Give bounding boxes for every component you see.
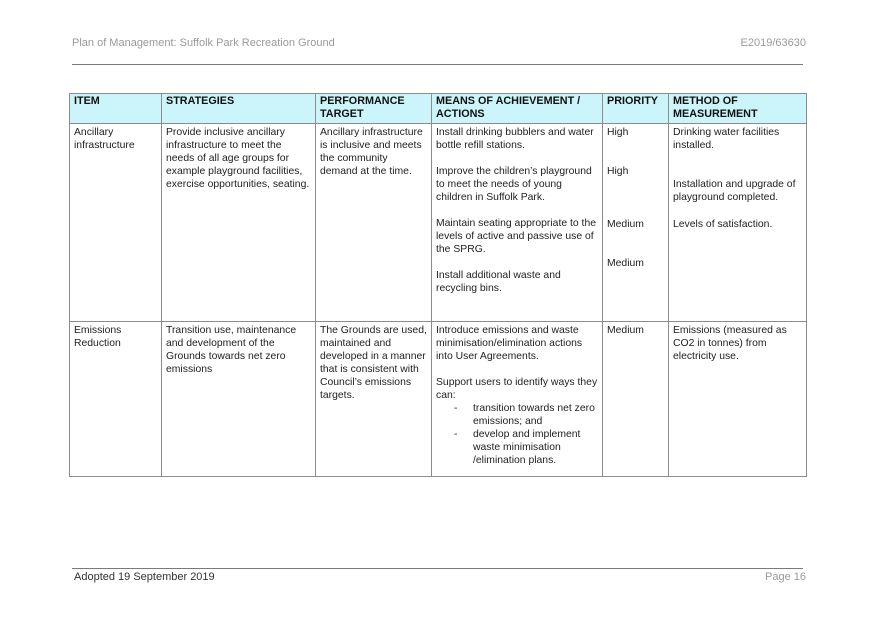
item-text: Ancillary infrastructure xyxy=(74,127,135,151)
priority-cell: Medium xyxy=(602,321,669,477)
action-bullet-list: -transition towards net zero emissions; … xyxy=(436,402,598,467)
strategy-cell: Transition use, maintenance and developm… xyxy=(161,321,316,477)
column-header-strategies: STRATEGIES xyxy=(161,93,316,124)
action-text: Install additional waste and recycling b… xyxy=(436,270,561,294)
measurement-cell: Emissions (measured as CO2 in tonnes) fr… xyxy=(668,321,807,477)
column-header-means-of-achievement: MEANS OF ACHIEVEMENT / ACTIONS xyxy=(431,93,603,124)
action-text: Introduce emissions and waste minimisati… xyxy=(436,325,583,362)
target-text: Ancillary infrastructure is inclusive an… xyxy=(320,127,423,177)
priority-text: High xyxy=(607,127,629,138)
measurement-text: Installation and upgrade of playground c… xyxy=(673,179,796,203)
actions-cell: Introduce emissions and waste minimisati… xyxy=(431,321,603,477)
item-cell: Emissions Reduction xyxy=(69,321,162,477)
list-item: -transition towards net zero emissions; … xyxy=(454,403,595,427)
table-row: Ancillary infrastructure Provide inclusi… xyxy=(69,123,807,322)
target-cell: Ancillary infrastructure is inclusive an… xyxy=(315,123,432,322)
target-cell: The Grounds are used, maintained and dev… xyxy=(315,321,432,477)
measurement-cell: Drinking water facilities installed. Ins… xyxy=(668,123,807,322)
document-reference: E2019/63630 xyxy=(740,37,806,49)
priority-text: Medium xyxy=(607,219,644,230)
bullet-text: transition towards net zero emissions; a… xyxy=(473,403,595,427)
item-cell: Ancillary infrastructure xyxy=(69,123,162,322)
priority-text: High xyxy=(607,166,629,177)
priority-text: Medium xyxy=(607,258,644,269)
management-table: ITEM STRATEGIES PERFORMANCE TARGET MEANS… xyxy=(69,93,807,477)
page-number: Page 16 xyxy=(765,571,806,583)
table-row: Emissions Reduction Transition use, main… xyxy=(69,321,807,477)
strategy-cell: Provide inclusive ancillary infrastructu… xyxy=(161,123,316,322)
bullet-text: develop and implement waste minimisation… xyxy=(473,429,581,466)
page-header-title: Plan of Management: Suffolk Park Recreat… xyxy=(72,37,335,49)
measurement-text: Emissions (measured as CO2 in tonnes) fr… xyxy=(673,325,787,362)
measurement-text: Drinking water facilities installed. xyxy=(673,127,780,151)
footer-rule xyxy=(72,568,803,569)
item-text: Emissions Reduction xyxy=(74,325,122,349)
action-text: Install drinking bubblers and water bott… xyxy=(436,127,594,151)
strategy-text: Transition use, maintenance and developm… xyxy=(166,325,297,375)
action-text: Maintain seating appropriate to the leve… xyxy=(436,218,597,255)
target-text: The Grounds are used, maintained and dev… xyxy=(320,325,427,401)
strategy-text: Provide inclusive ancillary infrastructu… xyxy=(166,127,310,190)
priority-text: Medium xyxy=(607,325,644,336)
column-header-performance-target: PERFORMANCE TARGET xyxy=(315,93,432,124)
column-header-item: ITEM xyxy=(69,93,162,124)
action-text: Support users to identify ways they can: xyxy=(436,377,598,401)
actions-cell: Install drinking bubblers and water bott… xyxy=(431,123,603,322)
header-rule xyxy=(72,64,803,65)
measurement-text: Levels of satisfaction. xyxy=(673,219,773,230)
column-header-method-of-measurement: METHOD OF MEASUREMENT xyxy=(668,93,807,124)
table-header-row: ITEM STRATEGIES PERFORMANCE TARGET MEANS… xyxy=(69,93,807,124)
adoption-date: Adopted 19 September 2019 xyxy=(74,571,215,583)
priority-cell: High High Medium Medium xyxy=(602,123,669,322)
column-header-priority: PRIORITY xyxy=(602,93,669,124)
list-item: -develop and implement waste minimisatio… xyxy=(454,429,581,466)
action-text: Improve the children’s playground to mee… xyxy=(436,166,592,203)
